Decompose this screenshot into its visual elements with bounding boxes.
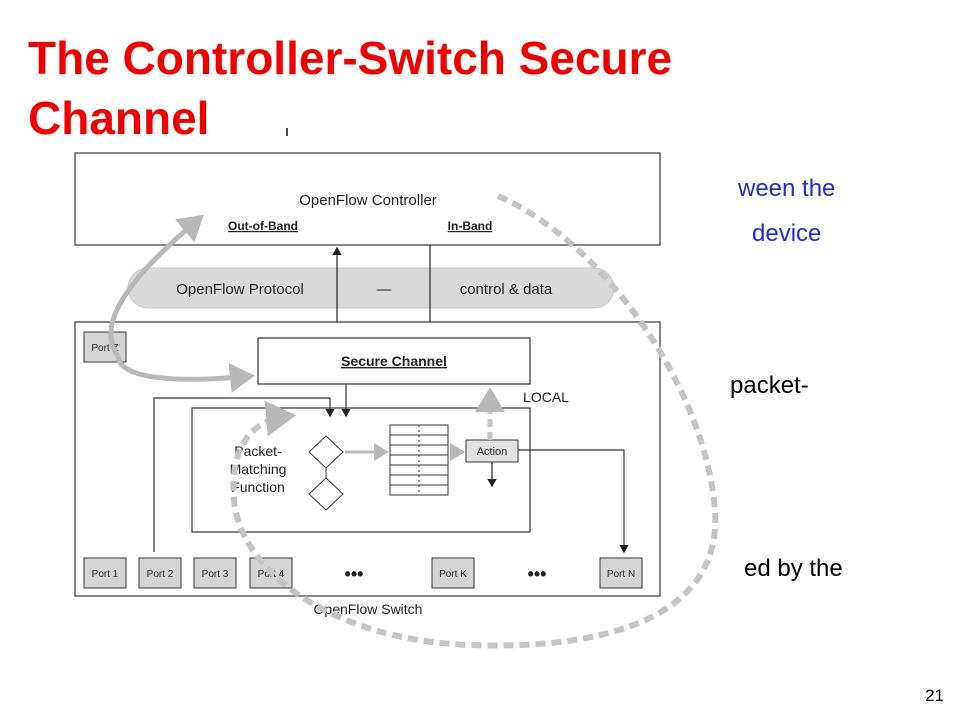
- packet-matching-region: [191, 407, 531, 533]
- figure-tick: [286, 128, 288, 136]
- slide-title: The Controller-Switch Secure Channel: [28, 32, 673, 143]
- port-2: [138, 557, 182, 589]
- ports-ellipsis-1: •••: [345, 564, 364, 584]
- port2-to-pmf-path: [153, 397, 335, 552]
- secure-channel-box: [257, 337, 531, 385]
- port-1-label: Port 1: [92, 569, 119, 580]
- action-to-portn-path: [518, 449, 629, 554]
- port-k-label: Port K: [439, 569, 467, 580]
- pmf-line-1: Packet-: [234, 443, 282, 459]
- out-of-band-up-arrow: [108, 214, 204, 358]
- port-n-label: Port N: [607, 569, 635, 580]
- action-label: Action: [477, 446, 508, 458]
- secure-channel-label: Secure Channel: [341, 353, 447, 369]
- port-n: [599, 557, 643, 589]
- port-3: [193, 557, 237, 589]
- protocol-label: OpenFlow Protocol: [176, 281, 304, 298]
- bullet-fragment-1: ween the: [738, 175, 836, 202]
- controller-box: [74, 152, 661, 246]
- port-3-label: Port 3: [202, 569, 229, 580]
- pmf-line-2: Matching: [230, 461, 287, 477]
- out-of-band-label: Out-of-Band: [228, 219, 298, 233]
- pmf-line-3: Function: [231, 479, 285, 495]
- bullet-fragment-3: packet-: [730, 372, 809, 399]
- port-k: [431, 557, 475, 589]
- local-label: LOCAL: [523, 389, 569, 405]
- controller-label: OpenFlow Controller: [299, 192, 437, 209]
- port-1: [83, 557, 127, 589]
- out-of-band-secure-arrow: [115, 355, 255, 393]
- protocol-dash: —: [377, 281, 392, 298]
- protocol-scope-label: control & data: [460, 281, 553, 298]
- switch-label: OpenFlow Switch: [314, 601, 423, 617]
- in-band-dashed-loop: [230, 193, 719, 649]
- port-z-label: Port Z: [91, 343, 118, 354]
- ports-ellipsis-2: •••: [528, 564, 547, 584]
- title-clip: The Controller-Switch Secure Channel: [0, 0, 960, 143]
- bullet-fragment-2: device: [752, 220, 822, 247]
- port-2-label: Port 2: [147, 569, 174, 580]
- flow-table: [389, 424, 449, 496]
- decision-diamond-2: [308, 477, 344, 511]
- in-band-label: In-Band: [448, 219, 493, 233]
- slide-number: 21: [925, 686, 944, 705]
- bullet-fragment-4: ed by the: [744, 555, 843, 582]
